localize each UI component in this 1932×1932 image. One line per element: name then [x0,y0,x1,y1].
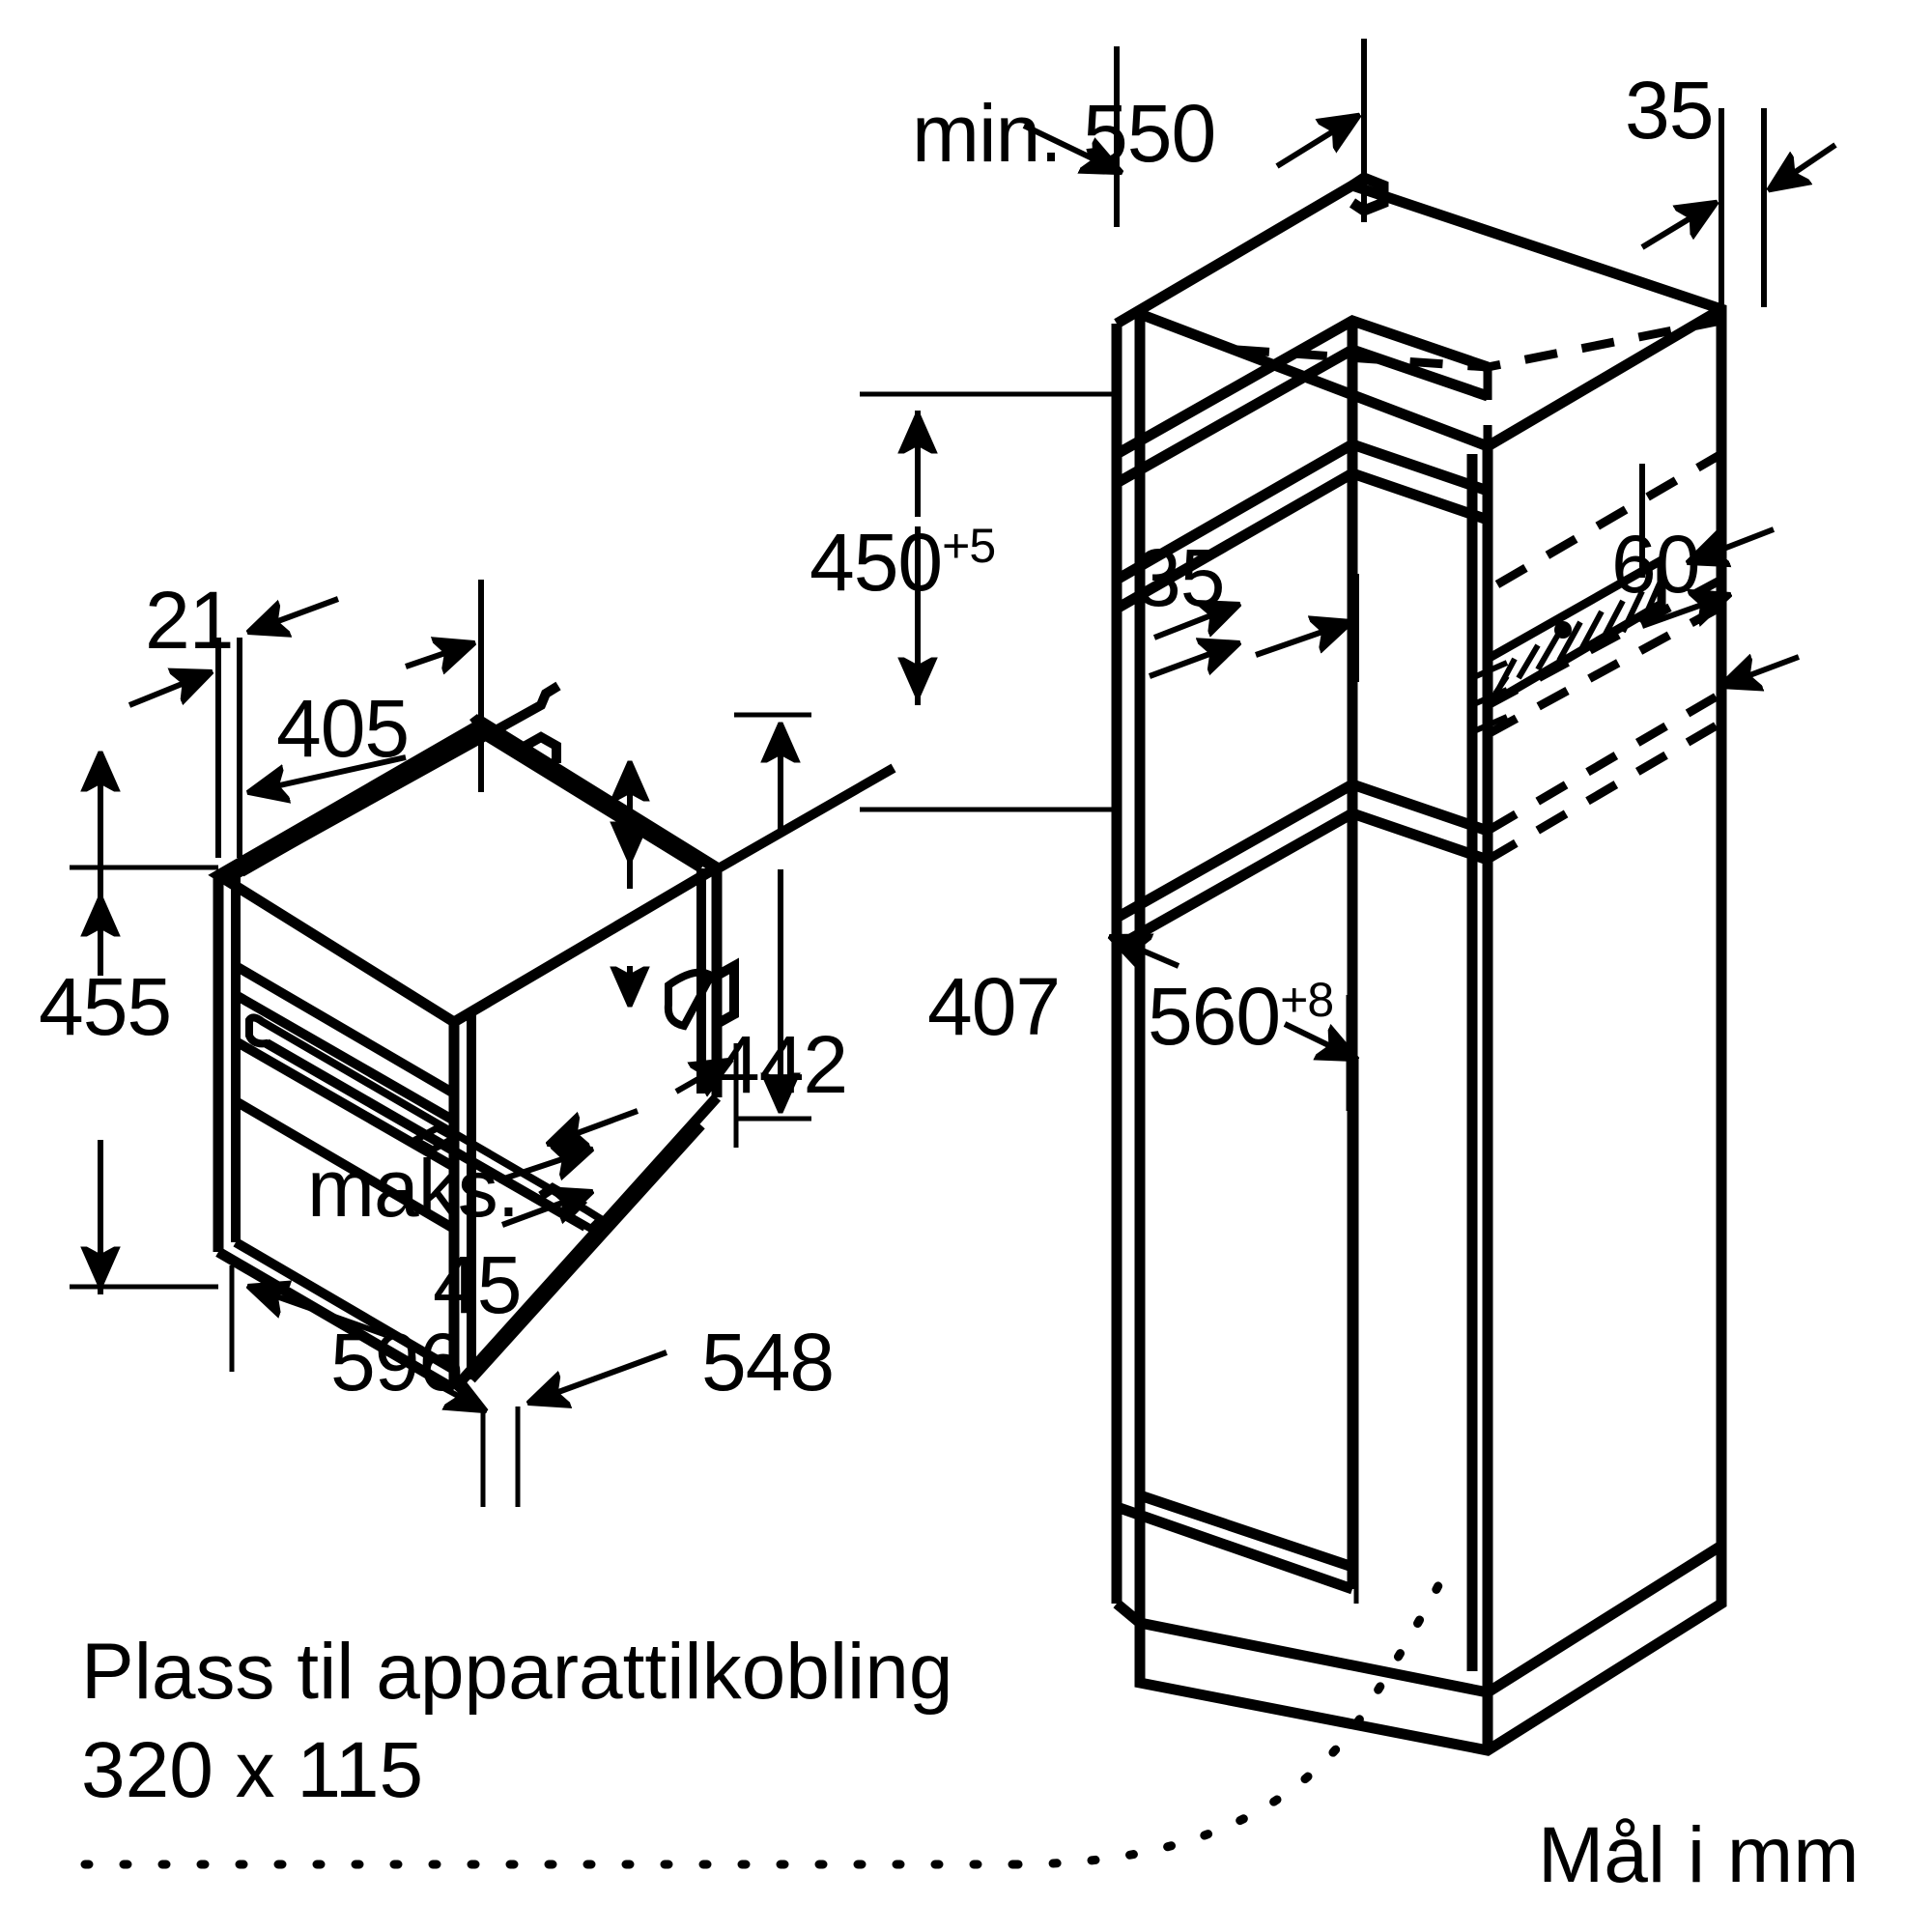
dimension-tolerance-450: +5 [942,519,996,573]
dimension-label-450: 450+5 [810,519,996,603]
rail-fixing-point [1554,621,1572,639]
dimension-label-21: 21 [145,575,234,666]
dimension-label-35-top: 35 [1625,65,1714,156]
dimension-label-596: 596 [330,1317,464,1407]
dimension-label-560: 560+8 [1148,973,1334,1057]
dimension-label-maks: maks. [307,1143,520,1234]
dimension-label-min-550: min. 550 [912,88,1216,179]
dimension-label-407: 407 [927,961,1061,1052]
dimension-label-455: 455 [39,961,172,1052]
cabinet-isometric [1111,171,1727,1756]
appliance-dimension-lines [70,580,811,1507]
cabinet-hidden-edges [1236,316,1724,864]
dimension-value-450: 450 [810,517,943,608]
connection-note-curve [1009,1560,1454,1869]
dimension-label-60: 60 [1611,519,1700,610]
mounting-rail-hatching [1492,582,1662,696]
dimension-label-45: 45 [433,1239,522,1330]
cabinet-dimension-lines [860,39,1837,1604]
dimension-label-442: 442 [715,1019,848,1110]
dimension-label-35-shelf: 35 [1136,532,1225,623]
dimension-tolerance-560: +8 [1280,973,1334,1027]
connection-note-line-1: Plass til apparattilkobling [81,1628,953,1716]
dimension-value-560: 560 [1148,971,1281,1062]
dimension-label-548: 548 [701,1317,835,1407]
rail-left-ticks [1474,660,1509,733]
dimension-label-405: 405 [276,683,410,774]
connection-note-line-2: 320 x 115 [81,1726,424,1814]
units-note: Mål i mm [1538,1811,1860,1899]
